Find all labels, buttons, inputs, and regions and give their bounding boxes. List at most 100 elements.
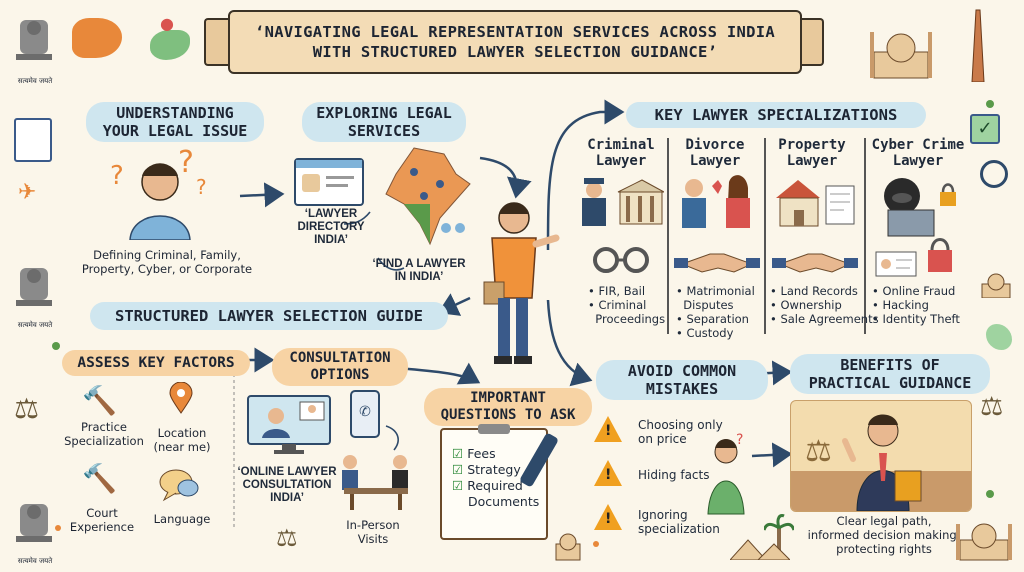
speech-bubble-icon <box>158 468 200 502</box>
guide-person-illustration <box>470 198 560 366</box>
gavel-icon: 🔨 <box>82 462 117 495</box>
guide-heading: STRUCTURED LAWYER SELECTION GUIDE <box>90 302 448 330</box>
house-document-handshake-illustration <box>772 172 858 282</box>
title-banner: ‘NAVIGATING LEGAL REPRESENTATION SERVICE… <box>228 10 802 74</box>
scales-icon: ⚖ <box>276 524 298 552</box>
in-person-label: In-Person Visits <box>346 518 400 546</box>
temple-icon <box>552 526 584 562</box>
directory-label: ‘LAWYER DIRECTORY INDIA’ <box>297 208 365 246</box>
column-title: Lawyer <box>786 153 838 169</box>
check-icon: ☑ <box>452 462 464 477</box>
warning-icon: ! <box>594 416 622 442</box>
notepad-icon <box>14 118 52 162</box>
criminal-lawyer-column: Criminal Lawyer <box>575 137 667 169</box>
divorce-lawyer-column: Divorce Lawyer <box>669 137 761 169</box>
thinking-person-illustration: ? <box>704 430 750 516</box>
lawyer-directory-screen-icon <box>294 158 364 206</box>
column-title: Lawyer <box>689 153 741 169</box>
paper-plane-icon: ✈ <box>18 180 37 205</box>
factor-label: Practice Specialization <box>64 420 144 448</box>
cyber-items: • Online Fraud • Hacking • Identity Thef… <box>872 284 960 326</box>
emblem-caption: सत्यमेव जयते <box>17 321 53 329</box>
in-person-meeting-illustration <box>334 450 418 512</box>
qutub-minar-icon <box>964 6 992 83</box>
confused-person-illustration: ? ? ? <box>106 145 214 241</box>
phone-icon: ✆ <box>350 390 380 438</box>
police-courthouse-handcuffs-illustration <box>578 172 665 282</box>
understanding-heading: UNDERSTANDING YOUR LEGAL ISSUE <box>86 102 264 142</box>
mistake-item: Choosing only on price <box>638 418 723 446</box>
scales-icon: ⚖ <box>980 392 1004 422</box>
warning-icon: ! <box>594 504 622 530</box>
emblem-icon <box>12 498 56 550</box>
taj-mahal-icon <box>978 268 1014 299</box>
location-pin-icon <box>168 381 194 414</box>
find-lawyer-label: ‘FIND A LAWYER IN INDIA’ <box>372 258 466 283</box>
factor-label: Court Experience <box>69 506 135 534</box>
mistake-item: Ignoring specialization <box>638 508 720 536</box>
check-icon: ☑ <box>452 446 464 461</box>
property-lawyer-column: Property Lawyer <box>766 137 858 169</box>
checklist-item: Fees <box>467 446 496 461</box>
specializations-heading: KEY LAWYER SPECIALIZATIONS <box>626 102 926 128</box>
property-items: • Land Records • Ownership • Sale Agreem… <box>770 284 879 326</box>
column-title: Cyber Crime <box>871 137 965 153</box>
column-title: Criminal <box>587 137 655 153</box>
criminal-items: • FIR, Bail • Criminal Proceedings <box>588 284 666 326</box>
column-divider <box>864 138 866 334</box>
checklist-item: Documents <box>468 494 540 509</box>
cyber-crime-lawyer-column: Cyber Crime Lawyer <box>868 137 968 169</box>
title-line: ‘NAVIGATING LEGAL REPRESENTATION SERVICE… <box>254 23 776 41</box>
svg-text:⚖: ⚖ <box>805 434 832 469</box>
emblem-caption: सत्यमेव जयते <box>17 77 53 85</box>
understanding-caption: Defining Criminal, Family, Property, Cyb… <box>81 248 253 276</box>
india-map-with-pins <box>374 144 482 254</box>
divorce-items: • Matrimonial Disputes • Separation • Cu… <box>676 284 755 340</box>
india-map-icon <box>72 18 122 58</box>
mistake-item: Hiding facts <box>638 468 710 482</box>
mistakes-heading: AVOID COMMON MISTAKES <box>596 360 768 400</box>
benefits-heading: BENEFITS OF PRACTICAL GUIDANCE <box>790 354 990 394</box>
checklist-item: Required <box>467 478 523 493</box>
factor-label: Location (near me) <box>153 426 211 454</box>
video-call-monitor-icon <box>246 394 332 456</box>
taj-mahal-icon <box>868 18 934 80</box>
gavel-icon: 🔨 <box>82 384 117 417</box>
emblem-icon <box>12 262 56 314</box>
map-icon <box>986 324 1012 350</box>
magnifier-icon <box>980 160 1008 188</box>
location-pin-icon: ● <box>160 14 174 33</box>
assess-heading: ASSESS KEY FACTORS <box>62 350 250 376</box>
online-consultation-label: ‘ONLINE LAWYER CONSULTATION INDIA’ <box>237 466 337 504</box>
checklist-clipboard: ☑ Fees ☑ Strategy ☑ Required Documents <box>440 424 548 540</box>
questions-heading: IMPORTANT QUESTIONS TO ASK <box>424 388 592 426</box>
emblem-caption: सत्यमेव जयते <box>17 557 53 565</box>
column-title: Lawyer <box>892 153 944 169</box>
svg-text:?: ? <box>110 161 124 191</box>
checklist-item: Strategy <box>467 462 521 477</box>
exploring-heading: EXPLORING LEGAL SERVICES <box>302 102 466 142</box>
hacker-laptop-lock-illustration <box>872 172 964 282</box>
taj-mahal-icon <box>954 514 1014 562</box>
warning-icon: ! <box>594 460 622 486</box>
couple-handshake-illustration <box>674 172 760 282</box>
column-divider <box>764 138 766 334</box>
column-title: Property <box>778 137 846 153</box>
lawyer-courtroom-illustration: ⚖ <box>790 400 972 512</box>
column-divider <box>667 138 669 334</box>
svg-text:?: ? <box>736 432 743 448</box>
svg-text:?: ? <box>178 146 194 180</box>
title-line: WITH STRUCTURED LAWYER SELECTION GUIDANC… <box>312 43 718 61</box>
column-title: Divorce <box>685 137 745 153</box>
consultation-heading: CONSULTATION OPTIONS <box>272 348 408 386</box>
checkbox-icon: ✓ <box>970 114 1000 144</box>
factor-label: Language <box>153 512 211 526</box>
pyramid-icon <box>728 536 792 561</box>
column-title: Lawyer <box>595 153 647 169</box>
benefits-caption: Clear legal path, informed decision maki… <box>807 514 961 556</box>
palm-tree-icon <box>762 512 796 560</box>
svg-text:?: ? <box>196 175 207 199</box>
check-icon: ☑ <box>452 478 464 493</box>
emblem-icon <box>12 14 56 70</box>
scales-icon: ⚖ <box>14 392 40 425</box>
